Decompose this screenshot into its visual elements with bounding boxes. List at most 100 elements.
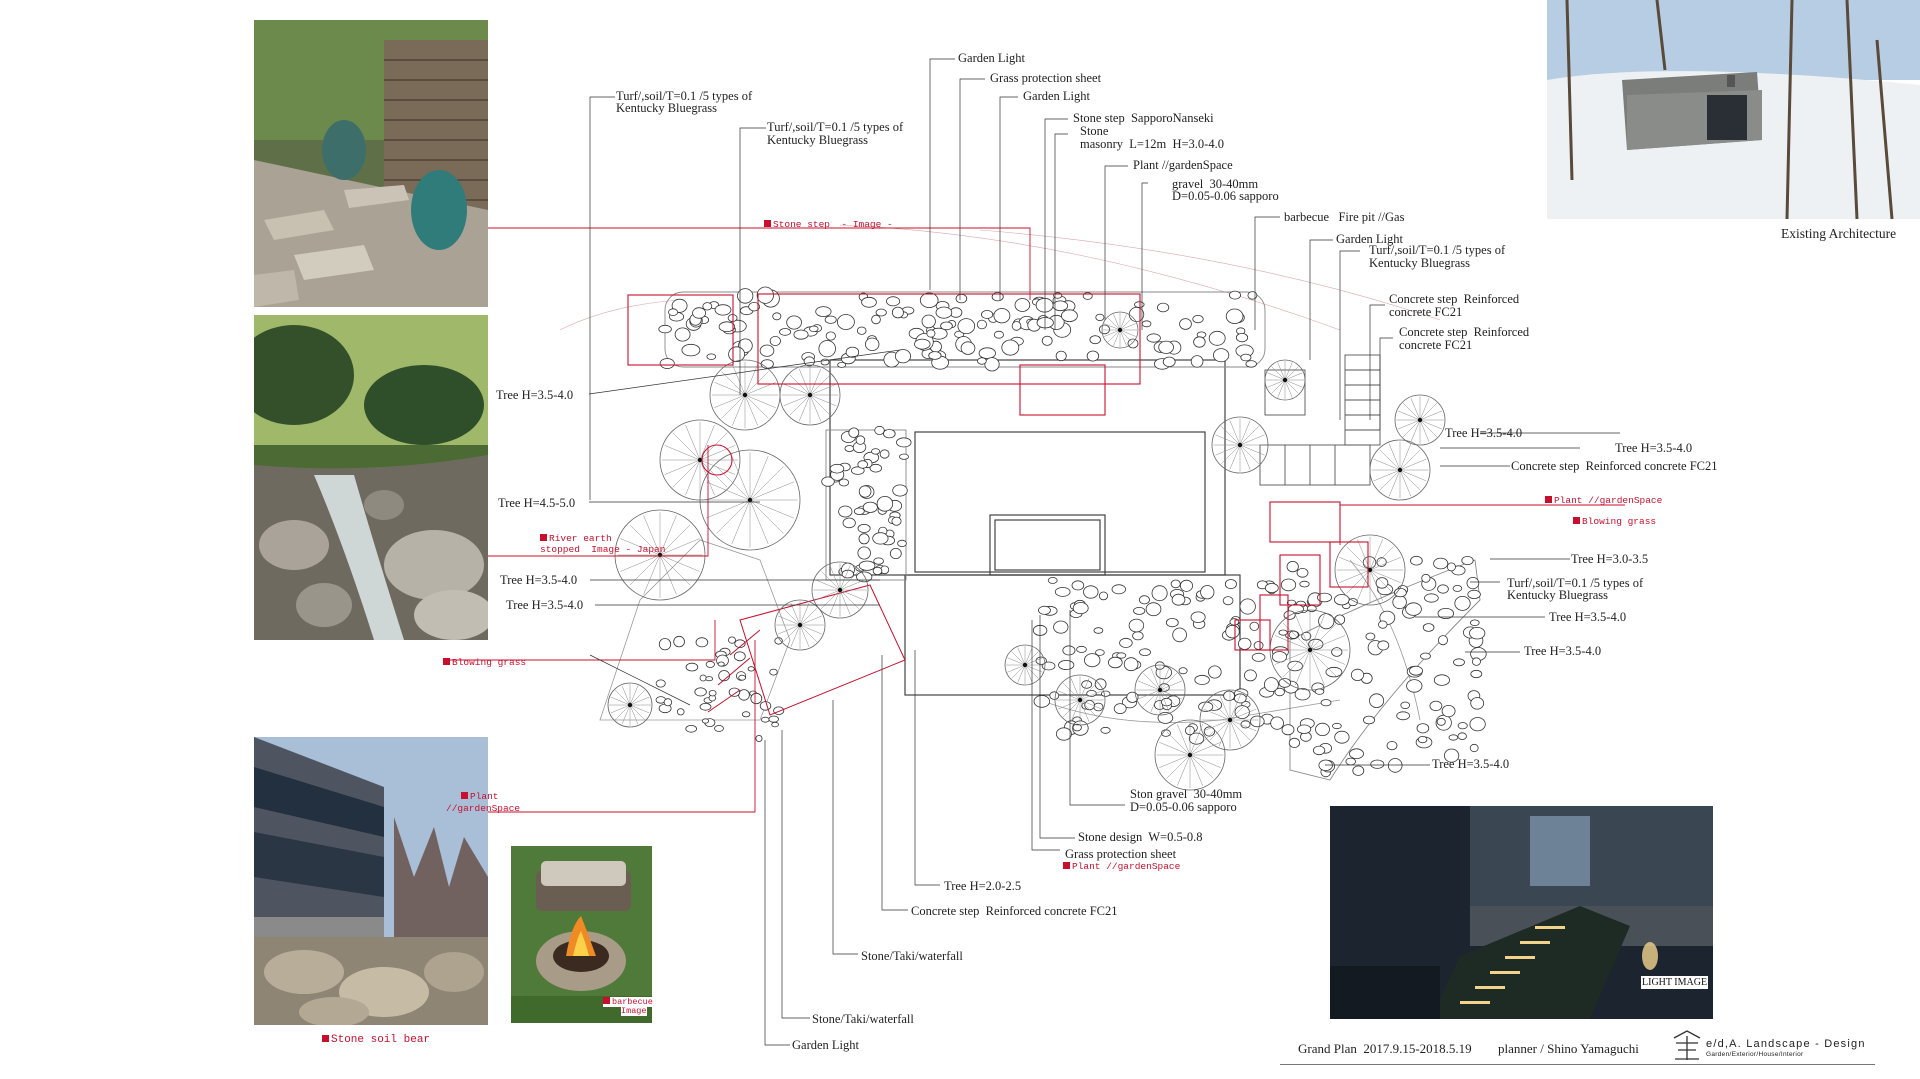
- stones-left: [821, 425, 912, 583]
- stone: [1470, 697, 1485, 710]
- barbecue-photo: [511, 846, 652, 1023]
- stone: [1128, 618, 1145, 633]
- stone: [714, 725, 724, 732]
- house-footprint: [829, 359, 1241, 696]
- label-tree-l2: Tree H=4.5-5.0: [498, 496, 576, 510]
- stone: [960, 341, 976, 355]
- stone: [857, 546, 871, 560]
- stone: [738, 689, 750, 701]
- label-concrete-step-1a: Concrete step Reinforced: [1389, 292, 1520, 306]
- stone: [865, 337, 880, 352]
- stone: [705, 676, 714, 682]
- stone: [695, 637, 709, 648]
- stone: [1471, 657, 1481, 666]
- stone: [658, 638, 672, 651]
- stone: [1151, 585, 1168, 602]
- label-turf-left2-2: Kentucky Bluegrass: [767, 133, 869, 147]
- grand-plan-text: Grand Plan 2017.9.15-2018.5.19: [1298, 1041, 1472, 1056]
- stone: [1410, 555, 1423, 566]
- stone: [858, 485, 872, 498]
- tree-symbols: [607, 311, 1446, 791]
- stone: [1240, 353, 1252, 362]
- label-stone-step-sapporo: Stone step SapporoNanseki: [1073, 111, 1214, 125]
- stone: [769, 668, 778, 676]
- stone: [1244, 669, 1257, 682]
- stone: [856, 571, 873, 583]
- stone: [824, 315, 837, 324]
- stone: [741, 711, 751, 718]
- red-label-plant-bottom: Plant //gardenSpace: [1063, 861, 1180, 873]
- stone: [1299, 580, 1310, 588]
- stone: [1394, 587, 1407, 598]
- grass-outline: [599, 539, 1421, 723]
- concrete-steps-right: [1259, 354, 1381, 486]
- stone: [1318, 613, 1335, 630]
- stone: [655, 679, 666, 688]
- stone: [1467, 589, 1481, 600]
- label-tree-l4: Tree H=3.5-4.0: [506, 598, 584, 612]
- stone: [1099, 324, 1111, 335]
- label-turf-right-2: Kentucky Bluegrass: [1369, 256, 1471, 270]
- stone: [1378, 620, 1388, 629]
- stone: [1095, 313, 1105, 322]
- label-tree-r1: Tree H=3.5-4.0: [1445, 426, 1523, 440]
- stone: [1406, 679, 1423, 693]
- stone: [1247, 291, 1258, 300]
- stone: [1089, 335, 1101, 345]
- stone: [702, 302, 713, 311]
- label-turf-left2-1: Turf/,soil/T=0.1 /5 types of: [767, 120, 904, 134]
- stone: [1098, 591, 1109, 601]
- stone: [886, 296, 901, 307]
- stone: [1083, 653, 1101, 668]
- label-gravel-2: D=0.05-0.06 sapporo: [1172, 189, 1279, 203]
- tree-symbol: [699, 449, 801, 551]
- stone: [1188, 732, 1205, 745]
- stone: [663, 698, 673, 707]
- tree-symbol: [1199, 689, 1261, 751]
- stone: [1422, 623, 1435, 632]
- stone: [1180, 579, 1194, 592]
- stone: [1457, 732, 1467, 740]
- stone: [793, 329, 809, 340]
- stone: [899, 453, 909, 460]
- stone: [914, 338, 931, 350]
- label-tree-r4: Tree H=3.5-4.0: [1549, 610, 1627, 624]
- stone: [1250, 715, 1265, 728]
- stone: [1446, 562, 1456, 572]
- stone: [1461, 556, 1474, 566]
- stone: [879, 449, 890, 459]
- stone: [1111, 584, 1127, 595]
- stone: [837, 314, 855, 330]
- existing-architecture-photo: [1547, 0, 1920, 219]
- stone: [1194, 674, 1210, 685]
- stone: [853, 507, 865, 515]
- stone: [1370, 759, 1385, 769]
- label-tree-r2: Tree H=3.5-4.0: [1615, 441, 1693, 455]
- red-callouts: [627, 293, 1369, 651]
- label-tree-l3: Tree H=3.5-4.0: [500, 573, 578, 587]
- stone: [1061, 309, 1078, 323]
- tree-symbol: [614, 509, 706, 601]
- stone: [1162, 356, 1176, 368]
- stone: [1200, 585, 1215, 600]
- stone: [1424, 593, 1439, 603]
- stone: [658, 324, 672, 334]
- stone: [1222, 596, 1234, 606]
- stone: [891, 516, 902, 526]
- red-label-plant-left-2: //gardenSpace: [446, 803, 521, 814]
- stone: [771, 721, 779, 728]
- stone: [882, 429, 896, 439]
- stone: [815, 306, 832, 318]
- stone: [1470, 669, 1483, 679]
- stone: [1139, 648, 1151, 656]
- stone: [768, 715, 779, 723]
- stone: [1161, 697, 1173, 707]
- stone: [1409, 665, 1423, 676]
- stone: [1054, 587, 1071, 597]
- stone: [760, 359, 774, 369]
- stone: [1331, 647, 1343, 657]
- stone: [871, 314, 881, 325]
- light-image-photo: [1330, 806, 1713, 1019]
- label-concrete-step-1b: concrete FC21: [1389, 305, 1463, 319]
- stone: [1466, 576, 1480, 590]
